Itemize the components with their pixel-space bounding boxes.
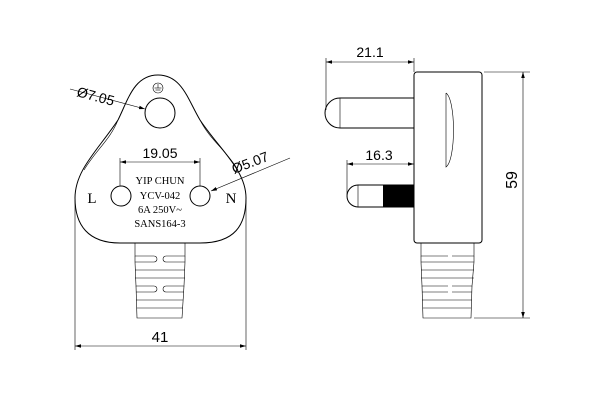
pin-hole-leader [210,157,291,192]
live-label: L [87,191,96,207]
earth-hole-leader [69,88,146,110]
plug-body-outline [74,74,247,244]
earth-ground-icon [152,82,164,94]
line-pin-length: 16.3 [365,147,392,163]
height-value: 59 [504,171,521,189]
pin-hole-diameter: Ø5.07 [229,148,271,177]
strain-relief [134,243,186,319]
neutral-label: N [226,191,237,207]
earth-pin-length: 21.1 [356,44,383,60]
strain-relief-side [420,243,475,319]
pin-insulation-sleeve [383,185,414,207]
body-edge-right [199,119,239,171]
grip-recess [445,92,454,168]
front-view: L N YIP CHUN YCV-042 6A 250V~ SANS164-3 … [69,74,291,350]
plug-body-side [413,71,483,244]
earth-hole-diameter: Ø7.05 [75,83,116,108]
marking-line: 6A 250V~ [138,205,182,216]
side-view: 21.1 16.3 59 [324,44,530,319]
neutral-pin-hole [189,185,211,207]
width-value: 41 [152,329,169,346]
live-pin-hole [110,185,132,207]
line-pin [346,184,414,208]
marking-line: YCV-042 [140,191,180,202]
pin-spacing-value: 19.05 [142,145,177,161]
marking-line: YIP CHUN [136,176,185,187]
earth-pin [324,97,414,129]
earth-pin-hole [144,97,176,129]
marking-line: SANS164-3 [134,219,185,230]
body-edge-left [83,119,119,171]
